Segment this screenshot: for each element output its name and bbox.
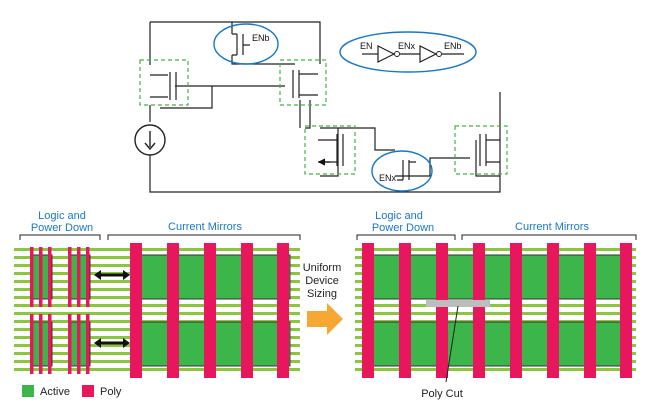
- transistor-lower-left: [317, 134, 344, 166]
- legend-active-swatch: [22, 385, 34, 397]
- left-mirror-poly: [130, 243, 142, 378]
- inverter-1-icon: [377, 45, 396, 63]
- left-rail: [14, 368, 300, 371]
- left-logic-bracket: [19, 234, 101, 240]
- right-logic-label-line2: Power Down: [372, 222, 434, 234]
- left-logic-poly: [68, 314, 72, 374]
- middle-label-line2: Device: [305, 275, 339, 287]
- left-logic-poly: [39, 247, 43, 307]
- bottom-switch-label: ENx: [379, 173, 397, 183]
- legend-active-label: Active: [40, 386, 70, 398]
- left-logic-poly: [48, 247, 52, 307]
- right-poly: [547, 243, 559, 378]
- left-logic-poly: [30, 314, 34, 374]
- inverter-in-label: EN: [360, 41, 373, 51]
- top-switch-wire: [231, 22, 295, 65]
- right-poly: [620, 243, 632, 378]
- mirror-link-wire: [160, 85, 311, 129]
- right-rail: [355, 312, 636, 315]
- ellipse-top-switch: [213, 23, 279, 65]
- polycut-label: Poly Cut: [421, 388, 463, 400]
- uniform-sizing-annotation: Uniform Device Sizing: [303, 262, 343, 335]
- right-mirrors-bracket: [461, 234, 637, 240]
- left-rail: [14, 312, 300, 315]
- middle-label-line1: Uniform: [303, 262, 342, 274]
- right-logic-bracket: [356, 234, 456, 240]
- transistor-right-mirror: [292, 70, 318, 98]
- legend-poly-swatch: [82, 385, 94, 397]
- polycut-bar: [426, 300, 490, 307]
- schematic: ENb ENx EN ENx ENb: [134, 21, 508, 193]
- polycut-pointer: [445, 305, 459, 383]
- transistor-left-mirror: [150, 72, 177, 100]
- dashed-box-lower-mirror: [304, 125, 356, 175]
- left-mirror-poly: [167, 243, 179, 378]
- right-rail: [355, 368, 636, 371]
- left-logic-poly: [86, 247, 90, 307]
- arrow-head-left-icon: [94, 338, 101, 348]
- transistor-right-output: [479, 134, 500, 166]
- right-poly: [473, 243, 485, 378]
- inverter-mid-label: ENx: [398, 41, 416, 51]
- left-mirror-poly: [204, 243, 216, 378]
- layout-right: Logic and Power Down Current Mirrors Pol…: [355, 210, 637, 400]
- middle-label-line3: Sizing: [307, 288, 337, 300]
- right-poly: [362, 243, 374, 378]
- right-poly: [510, 243, 522, 378]
- left-logic-poly: [77, 247, 81, 307]
- dashed-box-right-mirror: [279, 59, 327, 106]
- left-rail: [14, 304, 300, 307]
- legend-poly-label: Poly: [100, 386, 122, 398]
- left-rail: [14, 248, 300, 251]
- orange-arrow-icon: [307, 303, 343, 335]
- left-logic-poly: [86, 314, 90, 374]
- dashed-box-output: [454, 125, 508, 175]
- left-logic-poly: [48, 314, 52, 374]
- left-mirror-poly: [277, 243, 289, 378]
- right-rail: [355, 304, 636, 307]
- arrow-head-right-icon: [123, 270, 130, 280]
- lower-mirror-wire: [320, 127, 470, 177]
- layout-left: Logic and Power Down Current Mirrors: [14, 210, 301, 378]
- left-logic-label-line2: Power Down: [31, 222, 93, 234]
- right-logic-label-line1: Logic and: [375, 210, 423, 222]
- right-poly: [436, 243, 448, 378]
- right-active-top: [369, 254, 626, 300]
- left-logic-poly: [30, 247, 34, 307]
- right-active-bottom: [369, 321, 626, 367]
- right-device-wire: [475, 140, 500, 177]
- inverter-2-icon: [419, 45, 438, 63]
- transistor-top-switch: [232, 33, 250, 56]
- right-poly: [399, 243, 411, 378]
- legend: Active Poly: [22, 385, 122, 398]
- ellipse-bottom-switch: [371, 150, 433, 192]
- right-poly: [584, 243, 596, 378]
- arrow-head-left-icon: [94, 270, 101, 280]
- left-mirrors-label: Current Mirrors: [168, 221, 242, 233]
- dashed-box-left-mirror: [139, 59, 189, 106]
- current-source-to-bottom-wire: [149, 92, 501, 193]
- left-logic-poly: [68, 247, 72, 307]
- right-mirrors-label: Current Mirrors: [515, 221, 589, 233]
- transistor-bottom-switch: [397, 160, 416, 181]
- left-logic-poly: [77, 314, 81, 374]
- left-mirrors-bracket: [107, 234, 301, 240]
- right-rail: [355, 248, 636, 251]
- left-logic-label-line1: Logic and: [38, 210, 86, 222]
- left-mirror-poly: [241, 243, 253, 378]
- left-logic-poly: [39, 314, 43, 374]
- current-source-icon: [134, 124, 166, 156]
- top-switch-label: ENb: [252, 33, 270, 43]
- ellipse-inverter-chain: [339, 31, 477, 73]
- inverter-out-label: ENb: [444, 41, 462, 51]
- arrow-head-right-icon: [123, 338, 130, 348]
- inverter-chain: EN ENx ENb: [360, 41, 464, 63]
- top-rail-wire: [150, 21, 321, 64]
